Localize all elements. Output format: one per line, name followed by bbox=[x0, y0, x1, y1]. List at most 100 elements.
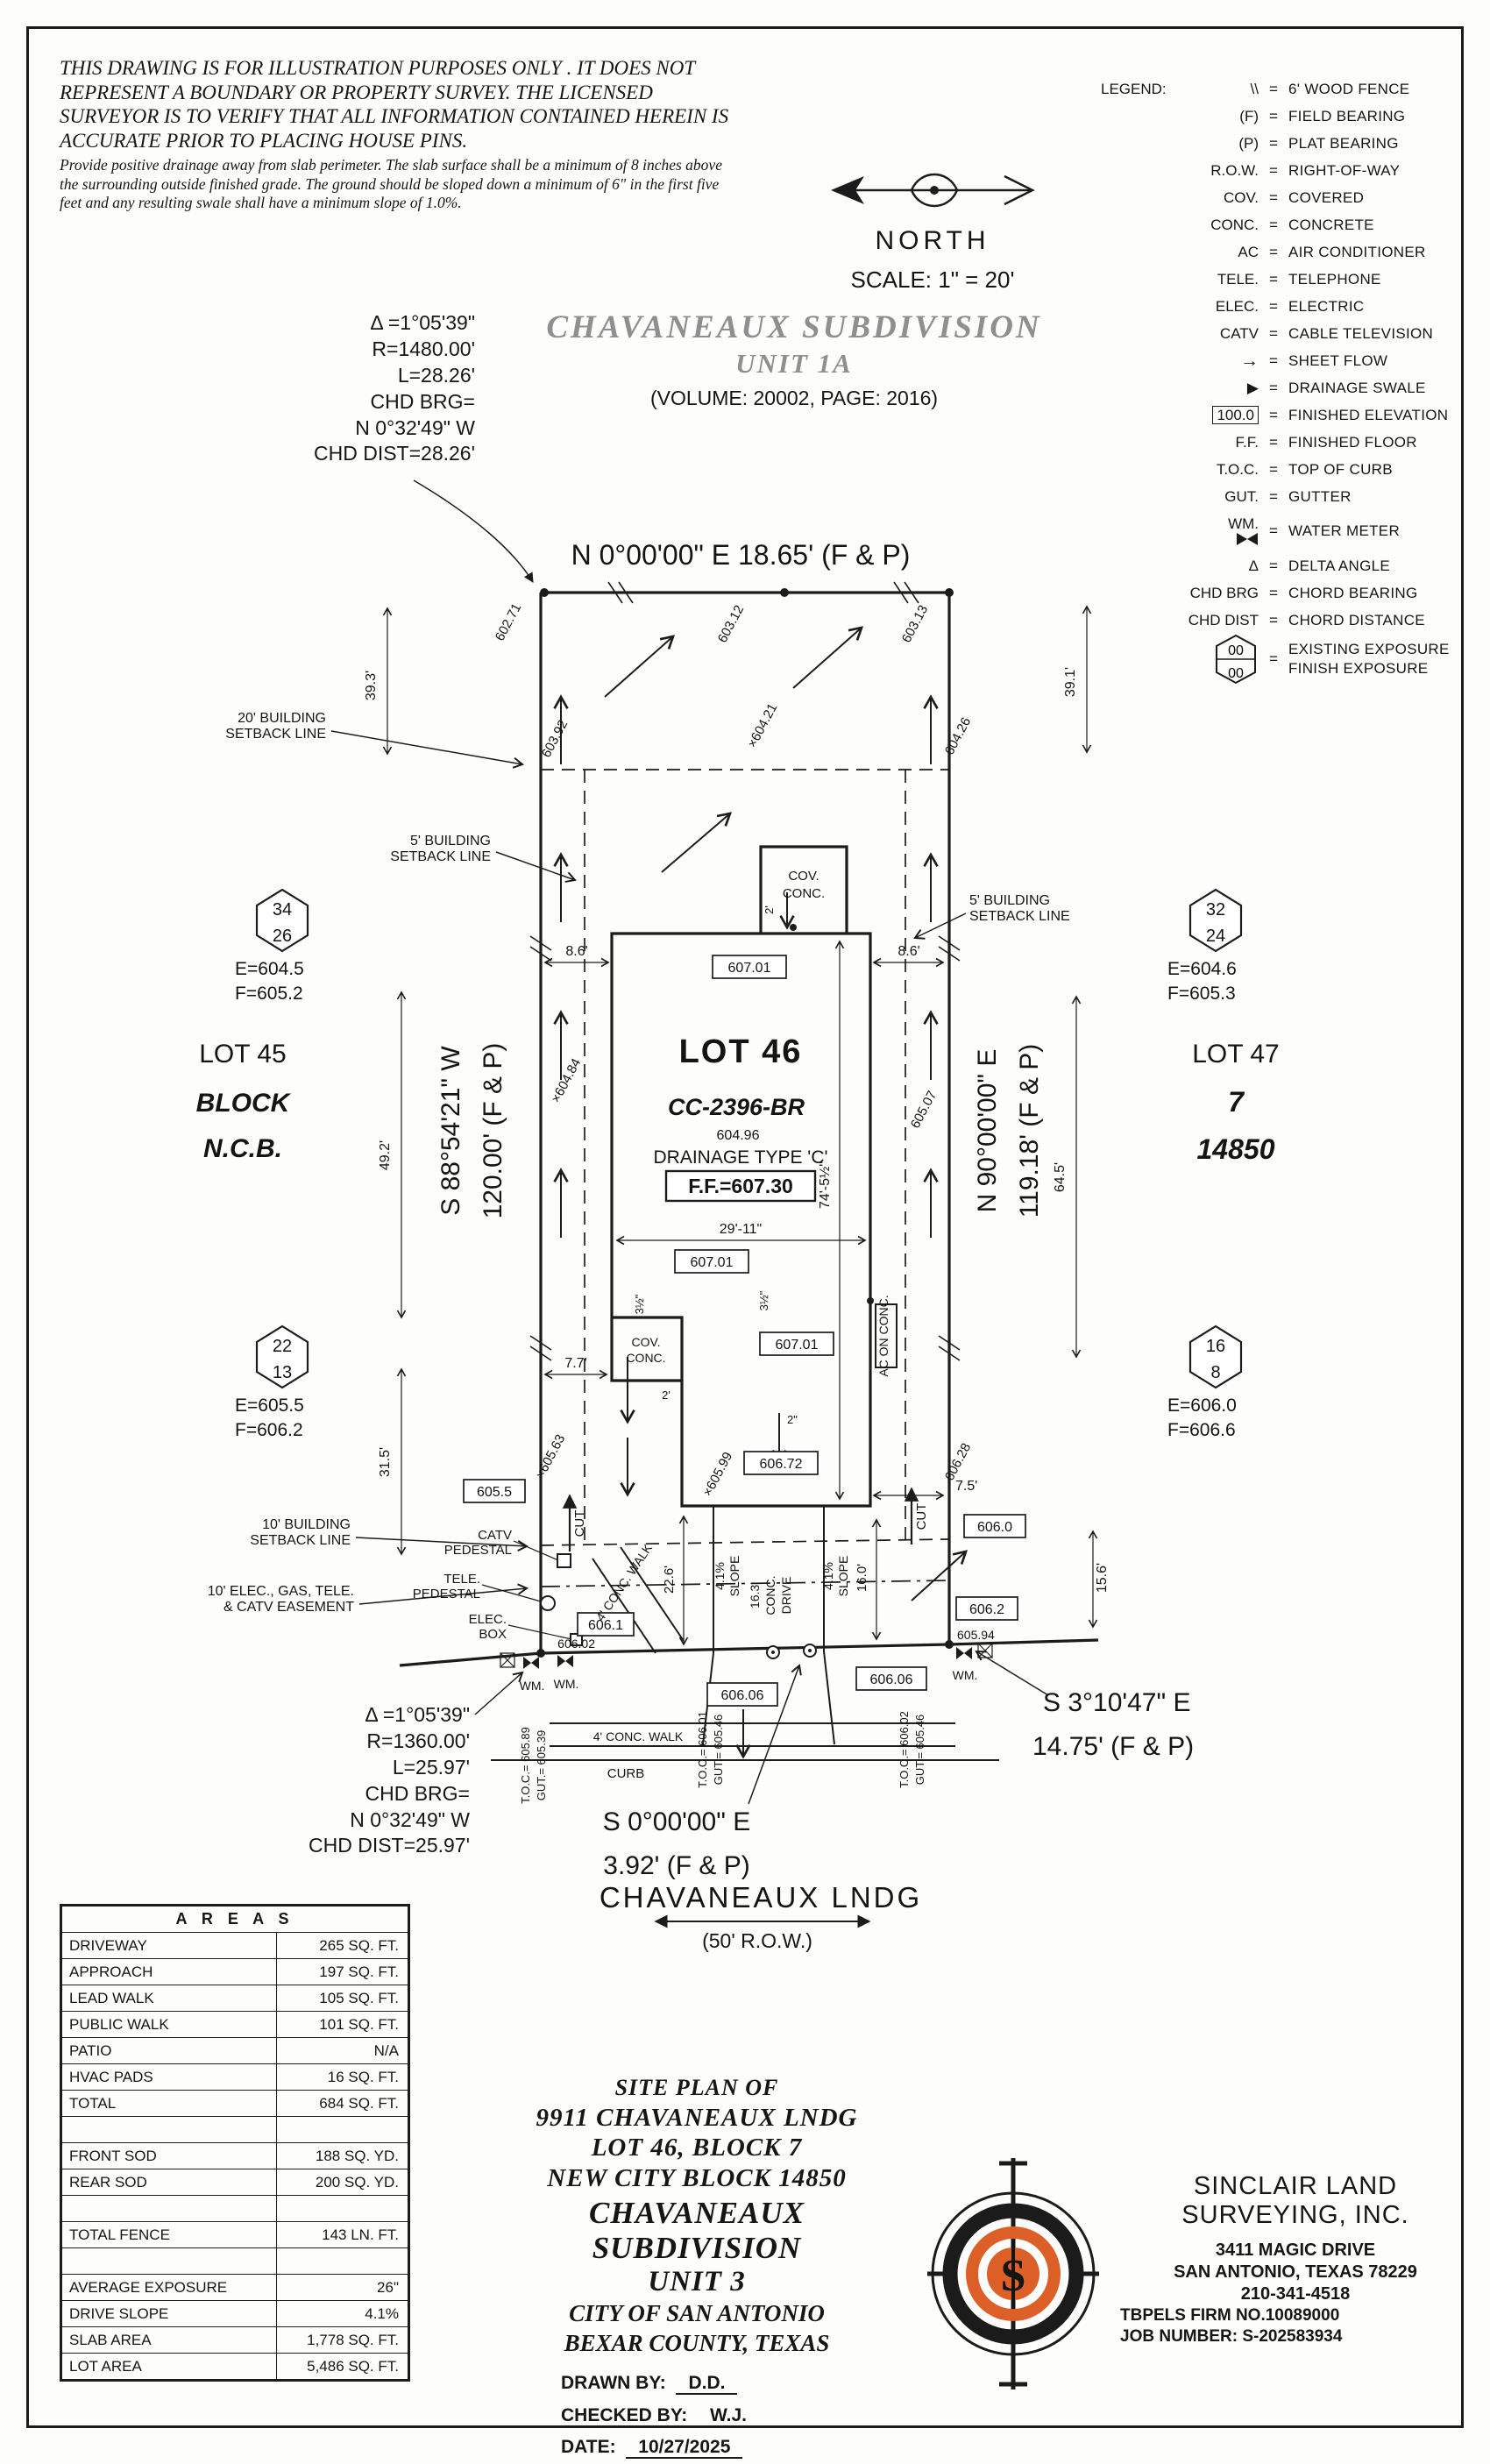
gutter-abbrev: GUT. bbox=[1224, 487, 1259, 505]
slope-label: SLOPE bbox=[727, 1556, 741, 1597]
drawn-by-value: D.D. bbox=[676, 2372, 738, 2395]
subdivision-unit: UNIT 3 bbox=[648, 2266, 746, 2298]
curve-data-south: Δ =1°05'39" R=1360.00' L=25.97' CHD BRG=… bbox=[303, 1702, 470, 1859]
setback-label: SETBACK LINE bbox=[250, 1533, 351, 1548]
hex-top-value: 34 bbox=[273, 900, 292, 920]
easement-label: & CATV EASEMENT bbox=[224, 1600, 354, 1615]
concrete-abbrev: CONC. bbox=[1210, 216, 1259, 233]
north-label: NORTH bbox=[875, 226, 990, 255]
spot-elevation: ×605.63 bbox=[533, 1432, 569, 1481]
water-meter-icon bbox=[557, 1655, 573, 1667]
checked-by-label: CHECKED BY: bbox=[561, 2404, 688, 2425]
disclaimer-note: THIS DRAWING IS FOR ILLUSTRATION PURPOSE… bbox=[60, 56, 736, 212]
dimension-label: 64.5' bbox=[1053, 1162, 1068, 1192]
chord-distance-abbrev: CHD DIST bbox=[1188, 611, 1259, 628]
catv-pedestal-label: PEDESTAL bbox=[444, 1543, 512, 1558]
boxed-elevation: 607.01 bbox=[728, 961, 771, 976]
bearing-label-north: N 0°00'00" E 18.65' (F & P) bbox=[571, 539, 911, 571]
finished-floor-elevation: F.F.=607.30 bbox=[688, 1175, 793, 1197]
field-bearing-symbol: (F) bbox=[1239, 107, 1259, 124]
spot-elevation: 603.12 bbox=[715, 603, 748, 646]
checked-by-row: CHECKED BY: W.J. bbox=[561, 2400, 833, 2432]
setback-label: 10' BUILDING bbox=[262, 1517, 351, 1532]
boxed-elevations: 607.01 607.01 607.01 605.5 606.72 606.0 … bbox=[463, 955, 1026, 1707]
meter-box-icon bbox=[500, 1643, 993, 1668]
covered-conc-label: CONC. bbox=[626, 1351, 665, 1365]
boxed-elevation: 606.72 bbox=[760, 1457, 803, 1472]
curve-radius: R=1360.00' bbox=[366, 1729, 470, 1752]
boxed-elevation: 607.01 bbox=[776, 1338, 819, 1353]
spot-elevation: ×605.99 bbox=[700, 1450, 736, 1499]
spot-elevation: ×604.21 bbox=[745, 701, 781, 750]
setback-label: 5' BUILDING bbox=[969, 893, 1050, 908]
firm-phone: 210-341-4518 bbox=[1240, 2283, 1351, 2304]
exposure-hex-icon: 34 26 bbox=[255, 888, 309, 953]
bearing-label-south: S 0°00'00" E bbox=[603, 1807, 751, 1836]
areas-table-title: A R E A S bbox=[60, 1905, 409, 1933]
spot-elevation: 605.94 bbox=[957, 1628, 995, 1642]
subdivision-title: CHAVANEAUX SUBDIVISION UNIT 1A (VOLUME: … bbox=[526, 309, 1062, 410]
ac-abbrev: AC bbox=[1238, 243, 1259, 260]
conc-walk-label: 4' CONC. WALK bbox=[593, 1729, 684, 1743]
street-row-width: (50' R.O.W.) bbox=[702, 1929, 812, 1952]
spot-elevation: 602.71 bbox=[493, 601, 525, 644]
firm-name: SURVEYING, INC. bbox=[1181, 2201, 1409, 2230]
north-arrowhead-icon bbox=[831, 176, 864, 204]
plan-code: CC-2396-BR bbox=[668, 1094, 805, 1120]
bearing-label-east: N 90°00'00" E bbox=[973, 1049, 1002, 1213]
hex-bottom-value: 8 bbox=[1210, 1363, 1220, 1382]
conc-drive-label: CONC. bbox=[763, 1575, 777, 1615]
dimension-label: 8.6' bbox=[565, 944, 587, 959]
hex-finish-elev: F=605.3 bbox=[1167, 983, 1236, 1004]
site-address: 9911 CHAVANEAUX LNDG bbox=[536, 2103, 858, 2132]
covered-conc-label: COV. bbox=[632, 1335, 661, 1349]
corner-monument-icon bbox=[780, 588, 789, 597]
plat-volume-page: (VOLUME: 20002, PAGE: 2016) bbox=[649, 387, 939, 409]
covered-conc-label: COV. bbox=[788, 869, 819, 884]
exposure-hex-icon: 22 13 bbox=[255, 1324, 309, 1389]
dimension-label: 49.2' bbox=[378, 1140, 393, 1170]
hex-bottom-value: 24 bbox=[1206, 927, 1225, 946]
ff-abbrev: F.F. bbox=[1235, 433, 1259, 451]
county-state: BEXAR COUNTY, TEXAS bbox=[564, 2330, 830, 2357]
drawn-by-row: DRAWN BY: D.D. bbox=[561, 2368, 833, 2400]
hex-existing-elev: E=606.0 bbox=[1167, 1395, 1237, 1416]
bearing-distance-west: 120.00' (F & P) bbox=[479, 1043, 507, 1219]
block-label: BLOCK bbox=[196, 1089, 292, 1118]
exposure-desc: FINISH EXPOSURE bbox=[1288, 660, 1429, 677]
easement-label: 10' ELEC., GAS, TELE. bbox=[208, 1584, 354, 1599]
curve-chord-bearing-label: CHD BRG= bbox=[365, 1781, 471, 1805]
corner-monument-icon bbox=[945, 1640, 954, 1649]
boxed-elevation: 606.0 bbox=[977, 1520, 1012, 1535]
curve-length: L=25.97' bbox=[392, 1755, 470, 1779]
hex-top-value: 16 bbox=[1206, 1337, 1225, 1356]
firm-address: SAN ANTONIO, TEXAS 78229 bbox=[1174, 2262, 1417, 2282]
drainage-note-text: Provide positive drainage away from slab… bbox=[60, 156, 722, 212]
firm-tbpels: TBPELS FIRM NO.10089000 bbox=[1120, 2305, 1340, 2325]
utility-leader-lines bbox=[481, 1540, 572, 1640]
benchmark-hex-markers: 34 26 32 24 22 13 16 8 E=604.5 F=605.2 E… bbox=[235, 888, 1243, 1440]
hex-existing-elev: E=604.5 bbox=[235, 959, 304, 979]
tele-pedestal-label: PEDESTAL bbox=[413, 1587, 480, 1601]
hex-bottom-value: 13 bbox=[273, 1363, 292, 1382]
toc-elevation: T.O.C.= 606.01 bbox=[696, 1711, 709, 1788]
north-arrow: NORTH SCALE: 1" = 20' bbox=[831, 173, 1035, 293]
slope-label: 4.1% bbox=[713, 1562, 727, 1590]
date-row: DATE: 10/27/2025 bbox=[561, 2432, 833, 2464]
finished-elevation-symbol: 100.0 bbox=[1212, 405, 1259, 424]
curve-chord-bearing: N 0°32'49" W bbox=[355, 415, 475, 439]
curve-delta: Δ =1°05'39" bbox=[365, 1703, 470, 1726]
svg-text:00: 00 bbox=[1228, 666, 1244, 681]
scale-label: SCALE: 1" = 20' bbox=[851, 266, 1015, 293]
corner-monument-icon bbox=[945, 588, 954, 597]
ncb-label: N.C.B. bbox=[203, 1134, 282, 1163]
dimension-label: 2' bbox=[662, 1388, 670, 1402]
bearing-distance-south: 3.92' (F & P) bbox=[603, 1851, 749, 1880]
